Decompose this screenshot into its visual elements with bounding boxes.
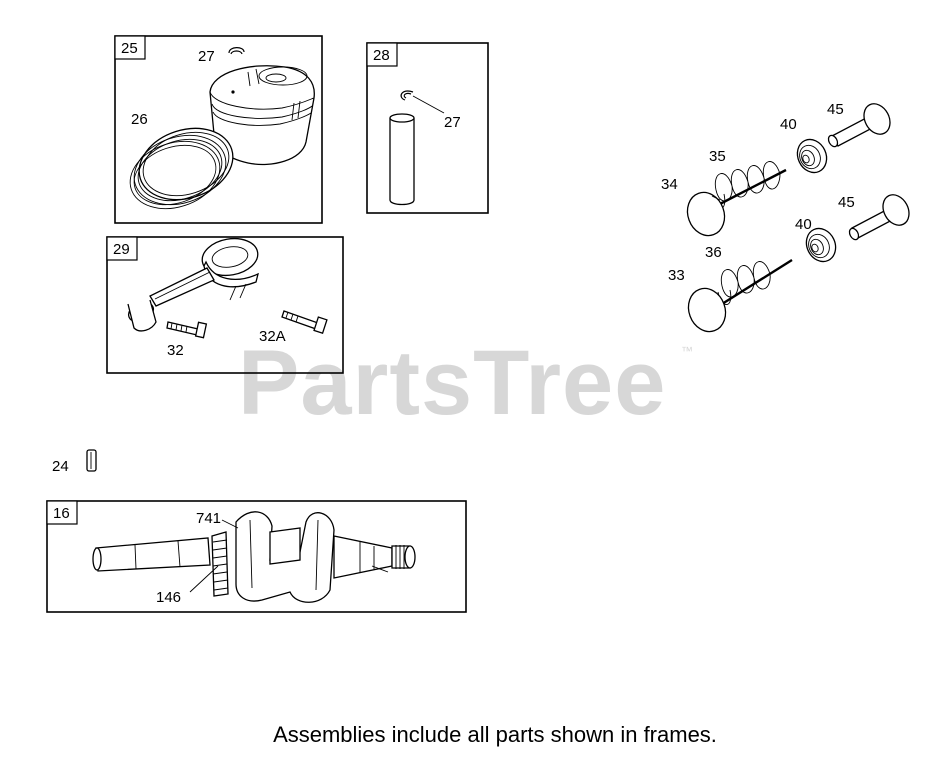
callout-741: 741 — [196, 510, 221, 527]
frame-28[interactable]: 28 27 — [366, 42, 489, 214]
pin-clip-part[interactable] — [400, 90, 414, 101]
callout-146: 146 — [156, 589, 181, 606]
callout-33: 33 — [668, 267, 685, 284]
connecting-rod-part[interactable] — [125, 234, 260, 332]
frame-16[interactable]: 16 741 146 — [46, 500, 467, 613]
callout-40: 40 — [780, 116, 797, 133]
callout-27: 27 — [198, 48, 215, 65]
retainer-part-40[interactable] — [801, 224, 841, 267]
callout-32: 32 — [167, 342, 184, 359]
frame-25[interactable]: 25 27 26 — [114, 35, 323, 224]
callout-35: 35 — [709, 148, 726, 165]
callout-26: 26 — [131, 111, 148, 128]
rod-bolt-32a-part[interactable] — [281, 310, 328, 335]
tappet-part-45[interactable] — [848, 190, 914, 241]
spring-part-36[interactable] — [717, 261, 771, 305]
callout-45: 45 — [838, 194, 855, 211]
watermark-trademark: ™ — [681, 344, 693, 358]
callout-36: 36 — [705, 244, 722, 261]
crankshaft-part[interactable] — [92, 511, 416, 603]
tappet-part-45[interactable] — [827, 99, 895, 148]
valve-part-34[interactable] — [682, 168, 787, 241]
piston-pin-part[interactable] — [389, 113, 415, 206]
callout-40: 40 — [795, 216, 812, 233]
frame-28-id: 28 — [373, 47, 390, 64]
valve-part-33[interactable] — [683, 258, 793, 337]
watermark: PartsTree — [238, 332, 666, 434]
valve-assembly-upper[interactable] — [682, 99, 896, 241]
callout-34: 34 — [661, 176, 678, 193]
footnote: Assemblies include all parts shown in fr… — [273, 722, 717, 747]
clip-part-27-inner — [230, 50, 243, 55]
valve-assembly-lower[interactable] — [683, 190, 915, 337]
frame-29[interactable]: 29 32 32A — [106, 234, 344, 374]
callout-32a: 32A — [259, 328, 286, 345]
key-part-24[interactable] — [86, 449, 97, 472]
callout-24: 24 — [52, 458, 69, 475]
retainer-part-40[interactable] — [792, 135, 832, 178]
piston-rings-part[interactable] — [121, 117, 242, 220]
callout-27: 27 — [444, 114, 461, 131]
frame-25-id: 25 — [121, 40, 138, 57]
piston-part[interactable] — [209, 65, 315, 166]
frame-16-id: 16 — [53, 505, 70, 522]
clip-part-27[interactable] — [228, 47, 245, 54]
frame-29-id: 29 — [113, 241, 130, 258]
rod-bolt-32-part[interactable] — [166, 321, 208, 339]
callout-45: 45 — [827, 101, 844, 118]
